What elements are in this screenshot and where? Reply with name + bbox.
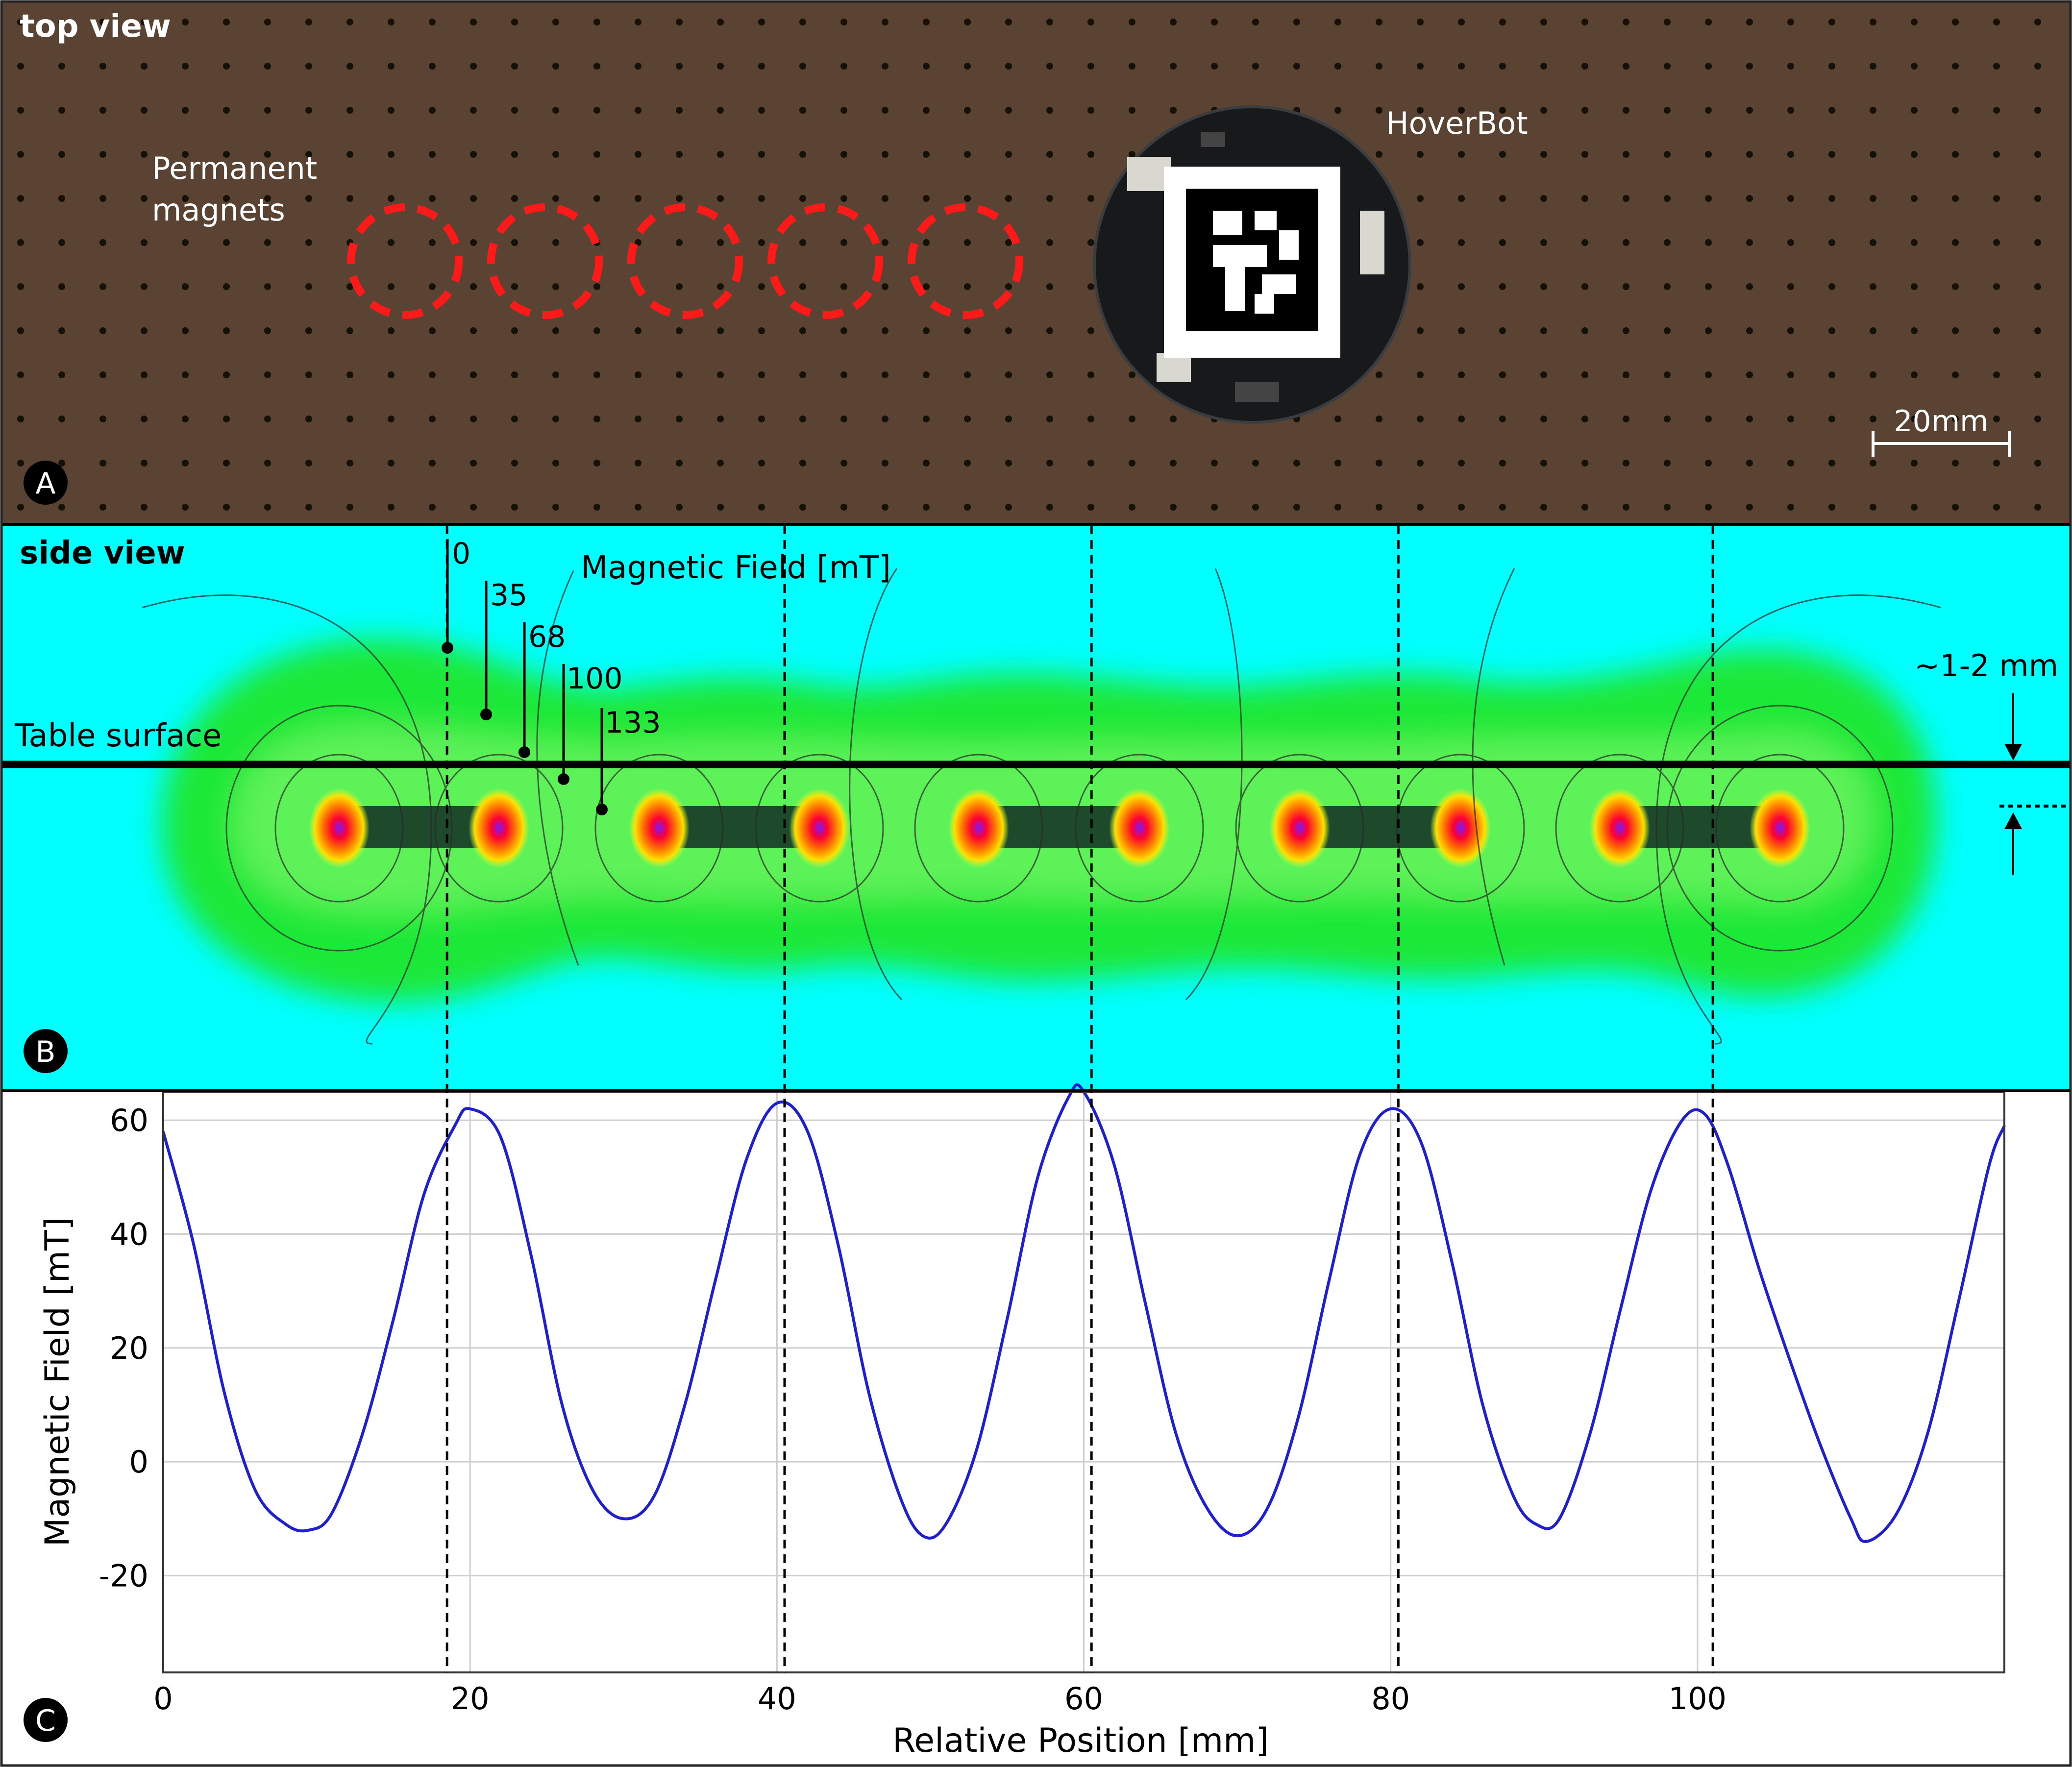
magnet-marker bbox=[767, 203, 883, 319]
field-hotspot bbox=[469, 788, 529, 868]
contour-level-annotations bbox=[446, 539, 603, 810]
x-axis-label: Relative Position [mm] bbox=[892, 1721, 1269, 1760]
scale-bar bbox=[1872, 431, 2011, 457]
field-hotspot bbox=[629, 788, 690, 868]
contour-level-label-0: 0 bbox=[452, 537, 470, 571]
contour-level-label-4: 133 bbox=[605, 706, 661, 740]
contour-level-label-1: 35 bbox=[490, 578, 527, 613]
field-hotspot bbox=[948, 788, 1009, 868]
x-tick-label: 20 bbox=[451, 1681, 490, 1717]
field-hotspot bbox=[1269, 788, 1330, 868]
field-hotspot bbox=[1750, 788, 1810, 868]
contour-level-dots bbox=[442, 642, 608, 815]
contour-level-label-2: 68 bbox=[528, 620, 566, 654]
magnet-marker bbox=[487, 203, 603, 319]
panel-letter-badge bbox=[24, 1029, 68, 1073]
x-tick-label: 100 bbox=[1669, 1681, 1727, 1717]
panel-b-side-view: side view Magnetic Field [mT] 0 35 68 10… bbox=[2, 524, 2070, 1090]
field-hotspot bbox=[1109, 788, 1170, 868]
y-tick-label: 0 bbox=[129, 1444, 148, 1480]
plot-ticks: -20 0 20 40 60 0 20 40 60 80 100 bbox=[99, 1103, 1727, 1717]
magnet-marker bbox=[627, 203, 743, 319]
field-hotspot bbox=[789, 788, 850, 868]
y-tick-label: -20 bbox=[99, 1558, 148, 1594]
field-hotspots bbox=[309, 788, 1810, 868]
field-hotspot bbox=[309, 788, 370, 868]
contour-level-label-3: 100 bbox=[567, 662, 623, 696]
panel-letter-badge bbox=[24, 461, 68, 505]
panel-letter-badge bbox=[24, 1698, 68, 1742]
y-tick-label: 60 bbox=[110, 1103, 148, 1138]
table-surface-label: Table surface bbox=[14, 718, 222, 754]
gap-arrow-down bbox=[2004, 744, 2022, 761]
y-axis-label: Magnetic Field [mT] bbox=[38, 1217, 77, 1546]
plot-grid bbox=[162, 1092, 2004, 1672]
x-tick-label: 0 bbox=[153, 1681, 173, 1717]
field-hotspot bbox=[1430, 788, 1491, 868]
panel-c-field-plot: -20 0 20 40 60 0 20 40 60 80 100 Relative Position… bbox=[2, 1083, 2070, 1765]
field-hotspot bbox=[1589, 788, 1650, 868]
field-contour-lines bbox=[142, 568, 1941, 1045]
top-view-title: top view bbox=[20, 8, 171, 45]
magnet-marker bbox=[347, 203, 463, 319]
side-view-title: side view bbox=[20, 535, 185, 571]
gap-arrow-up bbox=[2004, 812, 2022, 829]
y-tick-label: 40 bbox=[110, 1216, 148, 1252]
hoverbot-robot bbox=[1093, 105, 1411, 424]
panel-letter-c: C bbox=[35, 1704, 56, 1738]
board-holes bbox=[2, 2, 2070, 524]
x-tick-label: 80 bbox=[1371, 1681, 1410, 1717]
x-tick-label: 40 bbox=[758, 1681, 796, 1717]
alignment-guides bbox=[445, 525, 1714, 1672]
pcb-component bbox=[1235, 382, 1279, 402]
hoverbot-label: HoverBot bbox=[1386, 105, 1528, 141]
pcb-component bbox=[1201, 132, 1225, 147]
field-colorbar-label: Magnetic Field [mT] bbox=[581, 550, 891, 586]
x-tick-label: 60 bbox=[1064, 1681, 1103, 1717]
gap-label: ~1-2 mm bbox=[1914, 648, 2058, 684]
y-tick-label: 20 bbox=[110, 1330, 148, 1366]
magnets-label-line2: magnets bbox=[152, 192, 285, 228]
panel-letter-a: A bbox=[35, 466, 55, 501]
field-map bbox=[142, 568, 1941, 1045]
panel-a-top-view: top view Permanent magnets bbox=[2, 2, 2070, 524]
pcb-component bbox=[1360, 211, 1384, 274]
magnet-markers bbox=[347, 203, 1023, 319]
fiducial-marker-code bbox=[1213, 211, 1299, 314]
panel-letter-b: B bbox=[35, 1035, 55, 1069]
magnet-marker bbox=[908, 203, 1023, 319]
plot-background bbox=[2, 1092, 2070, 1765]
scale-bar-label: 20mm bbox=[1894, 404, 1988, 439]
magnets-label-line1: Permanent bbox=[152, 150, 317, 186]
